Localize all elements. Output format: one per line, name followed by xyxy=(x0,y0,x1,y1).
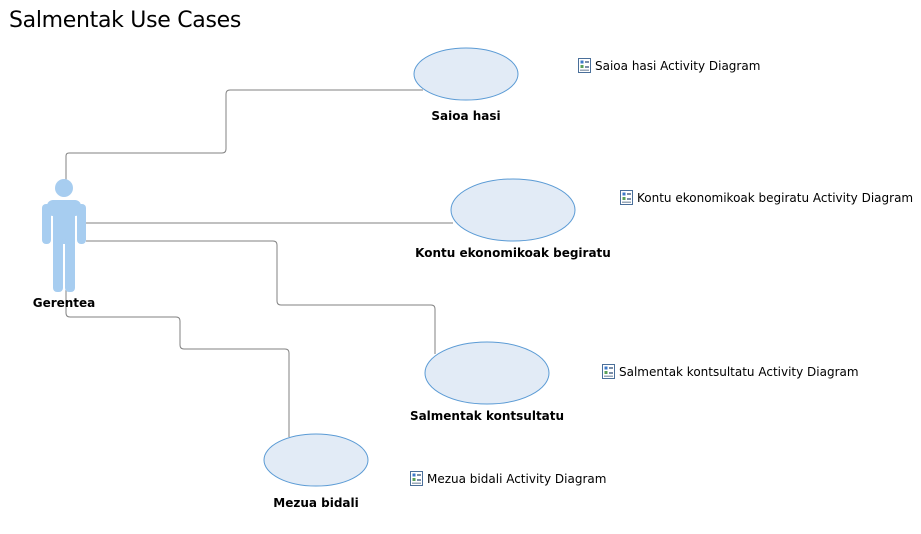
activity-diagram-link-text[interactable]: Mezua bidali Activity Diagram xyxy=(427,471,607,486)
activity-diagram-link-kontu-ekonomikoak-begiratu[interactable]: Kontu ekonomikoak begiratu Activity Diag… xyxy=(620,190,913,205)
activity-diagram-link-text[interactable]: Kontu ekonomikoak begiratu Activity Diag… xyxy=(637,190,914,205)
use-case-saioa-hasi-ellipse[interactable] xyxy=(413,47,519,101)
activity-diagram-icon xyxy=(578,58,591,73)
use-case-mezua-bidali-ellipse[interactable] xyxy=(263,433,369,487)
activity-diagram-icon xyxy=(410,471,423,486)
activity-diagram-icon xyxy=(602,364,615,379)
connector-saioa-hasi xyxy=(65,89,423,180)
use-case-salmentak-kontsultatu-ellipse[interactable] xyxy=(424,341,550,405)
activity-diagram-link-saioa-hasi[interactable]: Saioa hasi Activity Diagram xyxy=(578,58,760,73)
activity-diagram-link-text[interactable]: Saioa hasi Activity Diagram xyxy=(595,58,761,73)
diagram-title: Salmentak Use Cases xyxy=(9,8,242,33)
use-case-kontu-ekonomikoak-begiratu-ellipse[interactable] xyxy=(450,178,576,242)
activity-diagram-link-text[interactable]: Salmentak kontsultatu Activity Diagram xyxy=(619,364,859,379)
use-case-label-mezua-bidali: Mezua bidali xyxy=(273,496,359,510)
actor-figure-icon[interactable] xyxy=(42,179,86,292)
connector-mezua-bidali xyxy=(65,290,290,437)
activity-diagram-link-mezua-bidali[interactable]: Mezua bidali Activity Diagram xyxy=(410,471,606,486)
use-case-label-salmentak-kontsultatu: Salmentak kontsultatu xyxy=(409,409,565,423)
activity-diagram-icon xyxy=(620,190,633,205)
connector-salmentak-kontsultatu xyxy=(86,240,436,354)
actor-label: Gerentea xyxy=(32,296,96,310)
use-case-label-saioa-hasi: Saioa hasi xyxy=(431,109,501,123)
activity-diagram-link-salmentak-kontsultatu[interactable]: Salmentak kontsultatu Activity Diagram xyxy=(602,364,859,379)
use-case-label-kontu-ekonomikoak-begiratu: Kontu ekonomikoak begiratu xyxy=(415,246,611,260)
